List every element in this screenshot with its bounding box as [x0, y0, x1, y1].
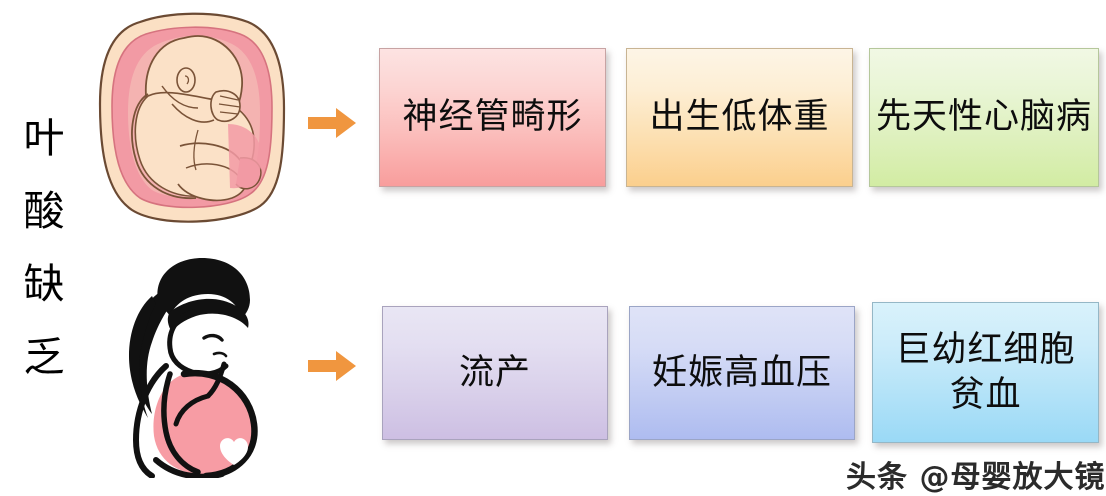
- outcome-label: 妊娠高血压: [651, 352, 832, 393]
- watermark: 头条 @母婴放大镜: [846, 460, 1106, 495]
- outcome-label: 流产: [458, 352, 531, 393]
- outcome-box-megaloblastic-anemia[interactable]: 巨幼红细胞 贫血: [872, 302, 1099, 443]
- outcome-box-low-birth-weight[interactable]: 出生低体重: [626, 48, 853, 187]
- fetus-in-womb-illustration: [88, 8, 293, 226]
- title-char-1: 叶: [23, 114, 65, 162]
- title-char-4: 乏: [23, 333, 65, 381]
- outcome-box-neural-tube-defect[interactable]: 神经管畸形: [379, 48, 606, 187]
- outcome-label: 神经管畸形: [402, 97, 583, 138]
- outcome-label: 出生低体重: [649, 97, 830, 138]
- arrow-fetus-to-outcomes: [308, 108, 356, 138]
- title-char-2: 酸: [23, 187, 65, 235]
- title-char-3: 缺: [23, 260, 65, 308]
- outcome-box-miscarriage[interactable]: 流产: [382, 306, 608, 440]
- page-title: 叶 酸 缺 乏: [8, 118, 80, 378]
- outcome-box-congenital-heart-brain-disease[interactable]: 先天性心脑病: [869, 48, 1099, 187]
- pregnant-woman-illustration: [96, 246, 286, 480]
- outcome-label: 先天性心脑病: [876, 97, 1093, 138]
- outcome-box-gestational-hypertension[interactable]: 妊娠高血压: [629, 306, 855, 440]
- outcome-label: 巨幼红细胞 贫血: [895, 330, 1076, 415]
- arrow-mother-to-outcomes: [308, 351, 356, 381]
